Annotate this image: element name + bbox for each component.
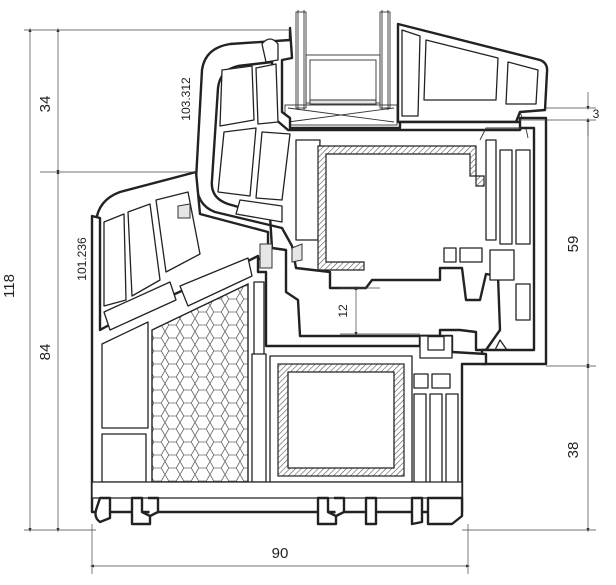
sash-steel-reinforcement: [317, 145, 485, 271]
dim-overall-height: 118: [1, 274, 18, 298]
sash-right-wall: [479, 116, 548, 366]
dim-sash-top-height: 34: [37, 96, 54, 113]
right-dimensions: 3 59 38: [462, 92, 600, 533]
dim-overall-depth: 90: [272, 545, 289, 562]
dim-right-gap: 3: [593, 107, 600, 121]
dim-frame-lower-height: 84: [37, 344, 54, 361]
dim-sash-offset-upper: 103.312: [179, 77, 193, 121]
rebate-dimension: 12: [336, 285, 420, 337]
dim-right-sash-height: 59: [565, 236, 582, 253]
dim-rebate: 12: [336, 304, 350, 318]
glazing-unit: [284, 10, 398, 126]
left-dimensions: 118 34 84 101.236 103.312: [1, 27, 290, 533]
bottom-dimension: 90: [89, 524, 471, 574]
frame-profile: [90, 170, 488, 526]
dim-sash-offset-lower: 101.236: [75, 237, 89, 281]
dim-right-lower-height: 38: [565, 442, 582, 459]
glazing-bead: [396, 22, 549, 139]
